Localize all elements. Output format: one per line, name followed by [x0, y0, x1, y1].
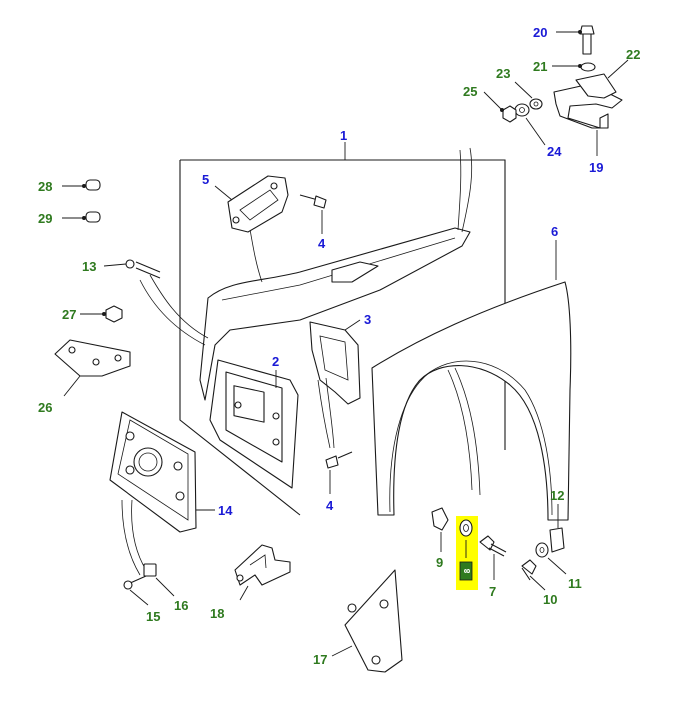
callout-12: 12 [550, 488, 564, 503]
callout-4-upper: 4 [318, 236, 326, 251]
callout-11: 11 [568, 576, 582, 591]
callout-6: 6 [551, 224, 558, 239]
callout-14: 14 [218, 503, 233, 518]
bolt-7 [479, 535, 507, 580]
callout-7: 7 [489, 584, 496, 599]
nut-25 [483, 91, 517, 123]
bolt-4-lower [325, 451, 353, 494]
callout-4-lower: 4 [326, 498, 334, 513]
callout-labels: 1 2 3 4 4 5 6 7 9 10 11 12 13 14 15 16 1… [38, 25, 640, 667]
part-number-8: 8 [463, 568, 472, 573]
callout-25: 25 [463, 84, 477, 99]
bracket-22 [607, 59, 629, 79]
highlighted-part-8: 8 [456, 516, 478, 590]
nut-16 [143, 563, 175, 597]
plate-17 [331, 569, 403, 673]
callout-19: 19 [589, 160, 603, 175]
callout-2: 2 [272, 354, 279, 369]
part-number-badge [459, 561, 473, 581]
clip-27 [80, 305, 123, 323]
washer-24 [514, 103, 546, 146]
washer-21 [552, 62, 596, 72]
filler-plate-14 [109, 411, 215, 576]
washer-23 [514, 81, 543, 110]
bolt-20 [556, 25, 595, 55]
bracket-3 [309, 319, 361, 449]
callout-10: 10 [543, 592, 557, 607]
leader-dots [82, 30, 582, 316]
callout-9: 9 [436, 555, 443, 570]
callout-20: 20 [533, 25, 547, 40]
clip-12 [549, 504, 565, 553]
callout-18: 18 [210, 606, 224, 621]
washer-11 [535, 542, 567, 575]
callout-26: 26 [38, 400, 52, 415]
grommet-28 [62, 179, 101, 191]
bracket-26 [54, 339, 131, 397]
bracket-19 [553, 73, 623, 156]
clip-9 [431, 507, 449, 552]
callout-27: 27 [62, 307, 76, 322]
grommet-29 [62, 211, 101, 223]
outer-wing-panel [371, 240, 572, 521]
callout-5: 5 [202, 172, 209, 187]
callout-15: 15 [146, 609, 160, 624]
callout-28: 28 [38, 179, 52, 194]
access-panel [209, 359, 299, 489]
bolt-4-upper [299, 194, 327, 234]
stud-13 [103, 259, 209, 346]
callout-13: 13 [82, 259, 96, 274]
callout-3: 3 [364, 312, 371, 327]
callout-24: 24 [547, 144, 562, 159]
bracket-5 [214, 175, 289, 233]
bracket-18 [234, 544, 291, 601]
callout-17: 17 [313, 652, 327, 667]
bolt-15 [123, 575, 149, 606]
callout-21: 21 [533, 59, 547, 74]
callout-23: 23 [496, 66, 510, 81]
callout-16: 16 [174, 598, 188, 613]
inner-wing-panel [199, 147, 473, 401]
callout-29: 29 [38, 211, 52, 226]
callout-22: 22 [626, 47, 640, 62]
bolt-10 [521, 559, 546, 591]
callout-1: 1 [340, 128, 347, 143]
